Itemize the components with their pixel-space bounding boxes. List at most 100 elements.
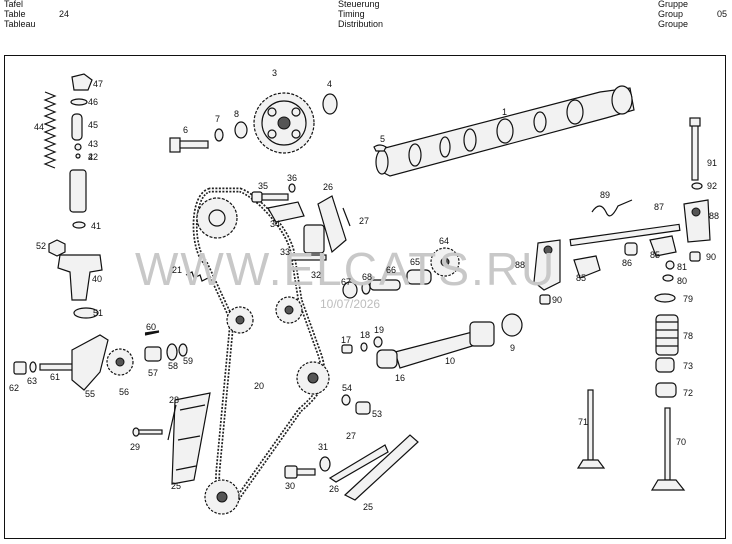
callout-label: 6 [183,125,188,135]
bottom-sprocket [204,479,240,515]
callout-label: 88 [515,260,525,270]
bracket-34 [267,201,305,223]
callout-label: 40 [92,274,102,284]
callout-label: 20 [254,381,264,391]
callout-label: 70 [676,437,686,447]
bolt-91 [689,117,701,181]
crank-sprocket [296,361,330,395]
key-5 [373,144,387,152]
bolt-6 [169,137,209,153]
group-number: 05 [717,9,728,19]
callout-label: 3 [272,68,277,78]
callout-label: 81 [677,262,687,272]
callout-label: 71 [578,417,588,427]
washer-18 [360,342,368,352]
callout-label: 27 [359,216,369,226]
pin-27 [342,207,351,227]
callout-label: 66 [386,265,396,275]
callout-label: 33 [280,247,290,257]
callout-label: 91 [707,158,717,168]
callout-label: 89 [600,190,610,200]
callout-label: 41 [91,221,101,231]
callout-label: 7 [215,114,220,124]
header-label-table: Table [4,9,26,19]
callout-label: 53 [372,409,382,419]
guide-rail-right [328,434,419,501]
callout-label: 52 [36,241,46,251]
callout-label: 10 [445,356,455,366]
gear-64 [430,247,460,277]
diagram-frame [4,55,726,539]
callout-label: 4 [327,79,332,89]
wire-clip-89 [591,199,633,217]
bushing-9 [501,313,523,337]
bracket-88-right [683,199,711,243]
washer-7 [214,128,224,142]
chain-tensioner-assembly [57,73,103,319]
pin-29 [132,427,163,437]
washer-31 [319,456,331,472]
callout-label: 90 [552,295,562,305]
callout-label: 9 [510,343,515,353]
callout-label: 35 [258,181,268,191]
sleeve-65 [406,269,432,285]
bolt-30 [284,465,316,479]
bolt-32 [289,254,327,261]
callout-label: 34 [270,219,280,229]
header-right: Gruppe Group Groupe [658,0,688,29]
nut-52 [48,239,66,257]
callout-label: 17 [341,335,351,345]
callout-label: 28 [169,395,179,405]
spring-21 [185,271,211,285]
bushing-16 [376,349,398,369]
header-label-distribution: Distribution [338,19,384,29]
callout-label: 43 [88,139,98,149]
header-label-gruppe: Gruppe [658,0,689,9]
callout-label: 2 [88,152,93,162]
callout-label: 25 [363,502,373,512]
spacer-90-right [689,251,701,262]
callout-label: 19 [374,325,384,335]
callout-label: 61 [50,372,60,382]
washer-54 [341,394,351,406]
callout-label: 32 [311,270,321,280]
header-label-steuerung: Steuerung [338,0,380,9]
callout-labels: 1 2 3 4 5 6 7 8 9 10 16 17 18 19 20 21 2… [9,68,719,512]
callout-label: 51 [93,308,103,318]
seal-73 [655,357,675,373]
plug-53 [355,401,371,415]
camshaft-1 [375,85,635,177]
header-label-groupe: Groupe [658,19,689,29]
callout-label: 80 [677,276,687,286]
callout-label: 29 [130,442,140,452]
callout-label: 26 [329,484,339,494]
table-number: 24 [59,9,70,19]
valve-71 [576,389,606,469]
ring-68 [361,281,371,295]
callout-label: 30 [285,481,295,491]
tensioner-26 [303,195,347,254]
rocker-shaft-87 [569,223,681,247]
mid-sprocket-left [226,306,254,334]
callout-label: 54 [342,383,352,393]
callout-label: 85 [576,273,586,283]
retainer-79 [654,293,676,303]
spring-44 [43,91,57,169]
washer-36 [288,183,296,193]
callout-label: 55 [85,389,95,399]
callout-label: 58 [168,361,178,371]
callout-label: 87 [654,202,664,212]
rocker-85-right [649,235,677,257]
callout-label: 85 [650,250,660,260]
callout-label: 63 [27,376,37,386]
guide-rail-left [171,392,211,485]
washer-19 [373,336,383,348]
washer-8 [234,121,248,139]
header-label-timing: Timing [338,9,365,19]
header-label-group: Group [658,9,684,19]
callout-label: 72 [683,388,693,398]
ring-4 [322,93,338,115]
washer-92 [691,182,703,190]
callout-label: 44 [34,122,44,132]
